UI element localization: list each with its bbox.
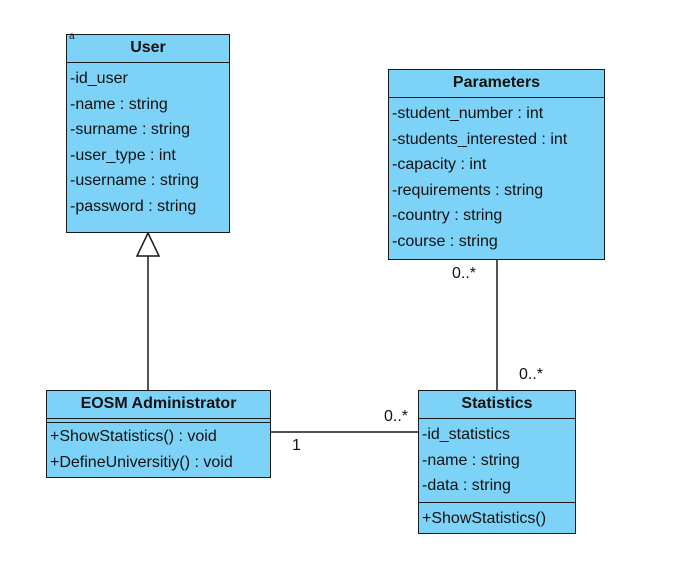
attribute: -students_interested : int bbox=[392, 130, 568, 148]
attribute: -data : string bbox=[422, 477, 511, 495]
class-eosm-administrator[interactable]: EOSM Administrator +ShowStatistics() : v… bbox=[46, 390, 271, 478]
attribute: -course : string bbox=[392, 232, 498, 250]
class-user[interactable]: a User -id_user -name : string -surname … bbox=[66, 31, 230, 233]
attribute: -student_number : int bbox=[392, 105, 544, 122]
attribute: -id_statistics bbox=[422, 426, 511, 443]
class-user-stereotype: a bbox=[69, 31, 75, 42]
class-statistics[interactable]: Statistics -id_statistics -name : string… bbox=[418, 390, 576, 534]
operation: +ShowStatistics() : void bbox=[50, 428, 217, 445]
attribute: -id_user bbox=[70, 70, 128, 87]
multiplicity-parameters-end: 0..* bbox=[452, 265, 477, 282]
attribute: -capacity : int bbox=[392, 156, 487, 174]
operation: +ShowStatistics() bbox=[422, 509, 547, 527]
operation: +DefineUniversitiy() : void bbox=[50, 453, 233, 471]
multiplicity-statistics-end-parameters: 0..* bbox=[519, 366, 544, 383]
class-user-name: User bbox=[67, 35, 229, 63]
attribute: -user_type : int bbox=[70, 146, 176, 164]
class-eosm-administrator-operations: +ShowStatistics() : void +DefineUniversi… bbox=[47, 422, 270, 478]
attribute: -name : string bbox=[70, 95, 168, 113]
class-statistics-operations: +ShowStatistics() bbox=[419, 501, 575, 535]
class-eosm-administrator-name: EOSM Administrator bbox=[47, 391, 270, 419]
attribute: -country : string bbox=[392, 207, 503, 225]
generalization-arrowhead bbox=[135, 231, 161, 257]
attribute: -requirements : string bbox=[392, 181, 544, 199]
class-statistics-name: Statistics bbox=[419, 391, 575, 419]
multiplicity-admin-end: 1 bbox=[292, 437, 301, 454]
class-statistics-attributes: -id_statistics -name : string -data : st… bbox=[419, 419, 575, 502]
attribute: -password : string bbox=[70, 197, 197, 215]
attribute: -username : string bbox=[70, 172, 199, 190]
attribute: -name : string bbox=[422, 451, 520, 469]
attribute: -surname : string bbox=[70, 121, 191, 139]
class-user-attributes: -id_user -name : string -surname : strin… bbox=[67, 63, 229, 223]
multiplicity-statistics-end-admin: 0..* bbox=[384, 408, 409, 425]
class-parameters-attributes: -student_number : int -students_interest… bbox=[389, 98, 604, 258]
class-parameters-name: Parameters bbox=[389, 70, 604, 98]
class-parameters[interactable]: Parameters -student_number : int -studen… bbox=[388, 69, 605, 260]
